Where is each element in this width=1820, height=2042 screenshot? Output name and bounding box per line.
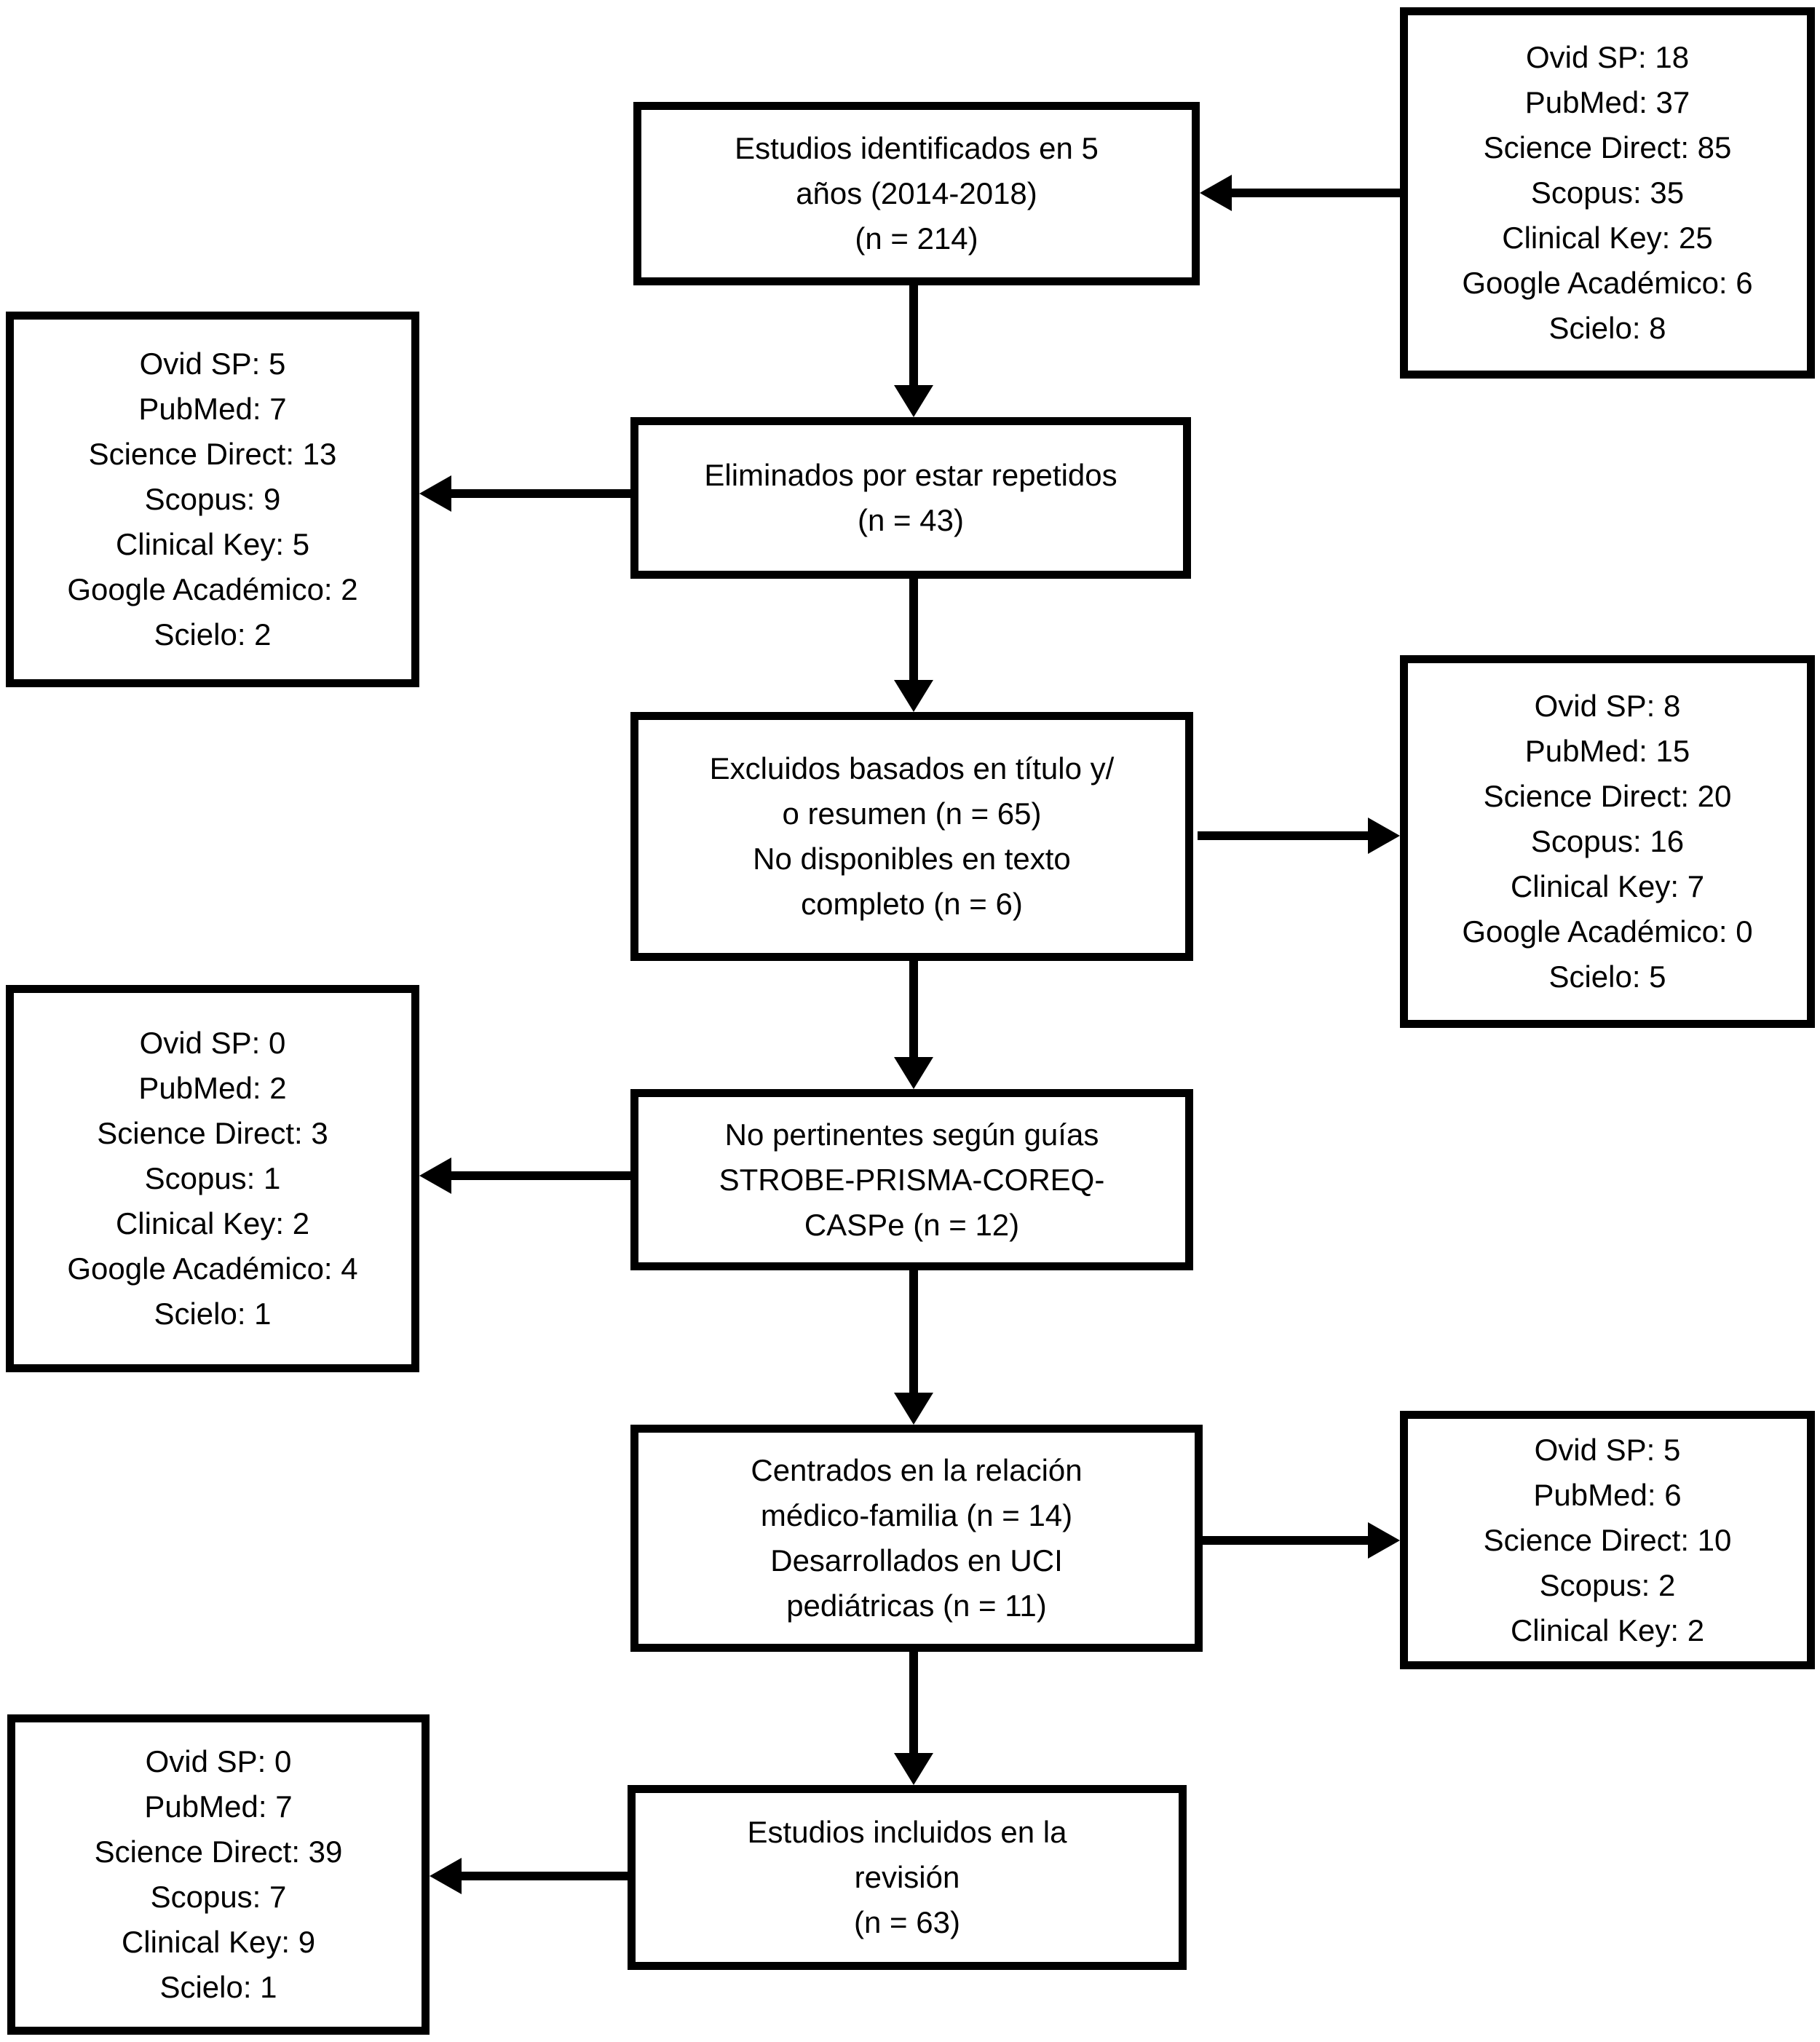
h-arrow-included-to-sources-head (430, 1858, 462, 1894)
v-arrow-notpertinent-to-focused-shaft (909, 1269, 918, 1397)
h-arrow-notpertinent-to-sources-head (419, 1157, 451, 1194)
node-identified-sources: Ovid SP: 18 PubMed: 37 Science Direct: 8… (1400, 7, 1815, 379)
node-not-pertinent-guidelines-text: No pertinentes según guías STROBE-PRISMA… (719, 1117, 1105, 1242)
node-focused-relation-uci-text: Centrados en la relación médico-familia … (751, 1453, 1083, 1623)
node-included-sources: Ovid SP: 0 PubMed: 7 Science Direct: 39 … (7, 1714, 430, 2035)
node-not-pertinent-sources-text: Ovid SP: 0 PubMed: 2 Science Direct: 3 S… (67, 1026, 358, 1331)
v-arrow-duplicates-to-excluded-shaft (909, 577, 918, 684)
v-arrow-identified-to-duplicates-shaft (909, 284, 918, 389)
v-arrow-focused-to-included-head (894, 1753, 933, 1785)
h-arrow-focused-to-sources-head (1368, 1522, 1400, 1559)
v-arrow-duplicates-to-excluded-head (894, 680, 933, 712)
node-focused-sources: Ovid SP: 5 PubMed: 6 Science Direct: 10 … (1400, 1411, 1815, 1669)
h-arrow-notpertinent-to-sources-shaft (450, 1171, 636, 1180)
node-excluded-sources: Ovid SP: 8 PubMed: 15 Science Direct: 20… (1400, 655, 1815, 1028)
node-excluded-title-abstract: Excluidos basados en título y/ o resumen… (630, 712, 1193, 961)
node-duplicates-sources: Ovid SP: 5 PubMed: 7 Science Direct: 13 … (6, 312, 419, 687)
node-duplicates-sources-text: Ovid SP: 5 PubMed: 7 Science Direct: 13 … (67, 347, 358, 652)
node-identified-sources-text: Ovid SP: 18 PubMed: 37 Science Direct: 8… (1462, 40, 1753, 345)
h-arrow-duplicates-to-sources-head (419, 475, 451, 512)
h-arrow-sources-to-identified-head (1200, 175, 1232, 211)
h-arrow-duplicates-to-sources-shaft (450, 489, 636, 498)
node-excluded-title-abstract-text: Excluidos basados en título y/ o resumen… (709, 751, 1115, 921)
node-included-studies-text: Estudios incluidos en la revisión (n = 6… (747, 1815, 1067, 1939)
h-arrow-sources-to-identified-shaft (1229, 189, 1400, 197)
v-arrow-excluded-to-notpertinent-head (894, 1057, 933, 1089)
v-arrow-identified-to-duplicates-head (894, 385, 933, 417)
h-arrow-included-to-sources-shaft (460, 1872, 633, 1880)
h-arrow-focused-to-sources-shaft (1200, 1536, 1371, 1545)
v-arrow-notpertinent-to-focused-head (894, 1393, 933, 1425)
node-excluded-sources-text: Ovid SP: 8 PubMed: 15 Science Direct: 20… (1462, 689, 1753, 994)
node-duplicates-removed-text: Eliminados por estar repetidos (n = 43) (704, 458, 1117, 537)
node-identified-studies-text: Estudios identificados en 5 años (2014-2… (735, 131, 1099, 256)
h-arrow-excluded-to-sources-head (1368, 818, 1400, 854)
node-included-sources-text: Ovid SP: 0 PubMed: 7 Science Direct: 39 … (94, 1744, 343, 2004)
node-focused-sources-text: Ovid SP: 5 PubMed: 6 Science Direct: 10 … (1483, 1432, 1732, 1647)
node-identified-studies: Estudios identificados en 5 años (2014-2… (633, 102, 1200, 285)
h-arrow-excluded-to-sources-shaft (1198, 831, 1371, 840)
v-arrow-focused-to-included-shaft (909, 1650, 918, 1757)
node-not-pertinent-sources: Ovid SP: 0 PubMed: 2 Science Direct: 3 S… (6, 985, 419, 1372)
node-duplicates-removed: Eliminados por estar repetidos (n = 43) (630, 417, 1191, 579)
node-focused-relation-uci: Centrados en la relación médico-familia … (630, 1425, 1203, 1652)
node-not-pertinent-guidelines: No pertinentes según guías STROBE-PRISMA… (630, 1089, 1193, 1270)
node-included-studies: Estudios incluidos en la revisión (n = 6… (628, 1785, 1187, 1970)
v-arrow-excluded-to-notpertinent-shaft (909, 959, 918, 1061)
